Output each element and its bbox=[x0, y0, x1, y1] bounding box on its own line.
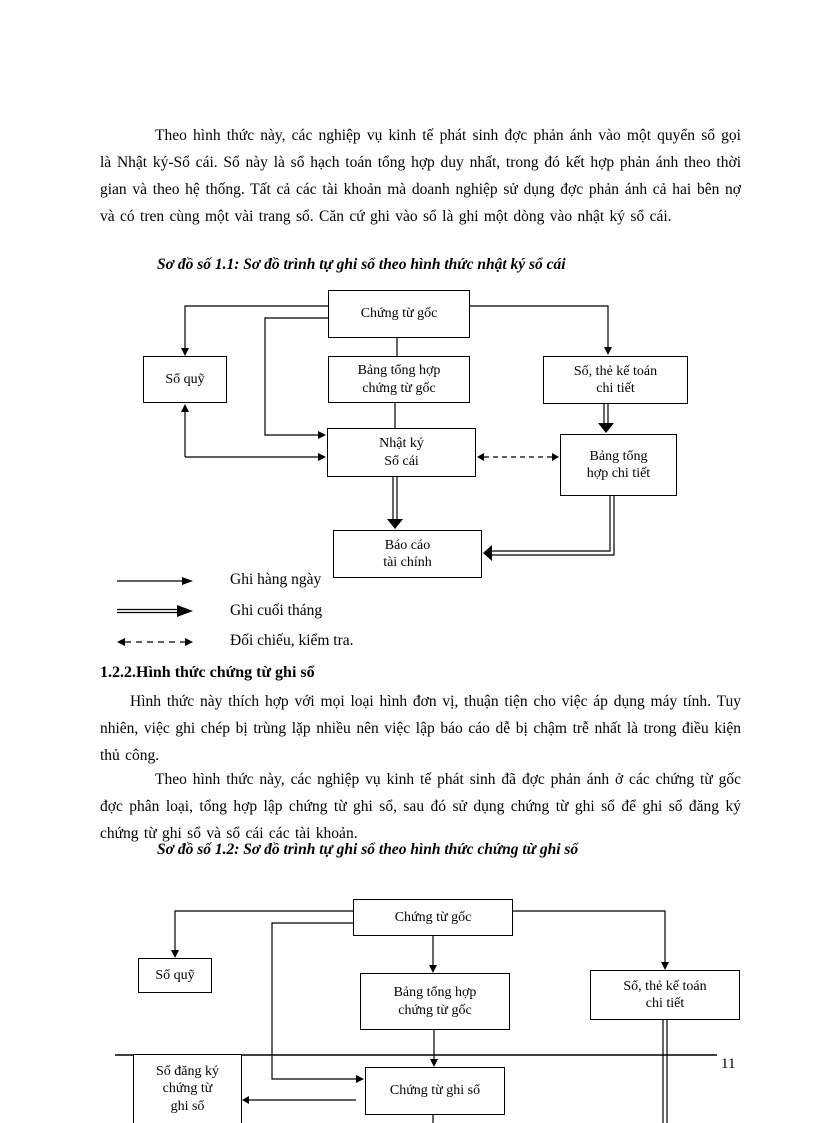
box-detail-ledgers: Sổ, thẻ kế toán chi tiết bbox=[543, 356, 688, 404]
dashed-double-arrow-icon bbox=[117, 637, 193, 646]
arrow-sourcedocs-to-voucher bbox=[271, 922, 356, 1080]
arrow-sourcedocs-to-detailledgers bbox=[470, 305, 609, 348]
legend-label-daily: Ghi hàng ngày bbox=[230, 571, 322, 588]
box-source-documents: Chứng từ gốc bbox=[328, 290, 470, 338]
paragraph-journal-ledger-intro: Theo hình thức này, các nghiệp vụ kinh t… bbox=[100, 127, 741, 225]
arrowhead bbox=[181, 348, 189, 356]
double-arrow-detailsummary-to-reports bbox=[492, 496, 615, 556]
arrowhead bbox=[318, 431, 326, 439]
arrowhead bbox=[181, 404, 189, 412]
paragraph-voucher-suitability: Hình thức này thích hợp với mọi loại hìn… bbox=[100, 693, 741, 764]
arrow-sourcedocs-to-journalledger bbox=[264, 317, 328, 436]
arrowhead bbox=[242, 1096, 249, 1104]
arrow-cashbook-journalledger bbox=[184, 412, 318, 458]
arrowhead bbox=[552, 453, 559, 461]
box-voucher-record: Chứng từ ghi sổ bbox=[365, 1067, 505, 1115]
arrowhead bbox=[604, 347, 612, 355]
box-summary-source-documents: Bảng tổng hợp chứng từ gốc bbox=[328, 356, 470, 403]
legend-label-check: Đối chiếu, kiểm tra. bbox=[230, 632, 354, 649]
arrowhead-solid bbox=[387, 519, 403, 529]
arrowhead bbox=[171, 950, 179, 958]
page-number: 11 bbox=[721, 1056, 736, 1072]
solid-arrow-icon bbox=[117, 576, 193, 585]
legend-label-monthly: Ghi cuối tháng bbox=[230, 602, 323, 619]
diagram1-caption: Sơ đồ số 1.1: Sơ đồ trình tự ghi sổ theo… bbox=[157, 256, 566, 273]
box-summary-source-documents: Bảng tổng hợp chứng từ gốc bbox=[360, 973, 510, 1030]
arrow-sourcedocs-to-cashbook bbox=[184, 305, 328, 349]
box-cash-book: Sổ quỹ bbox=[143, 356, 227, 403]
legend-row-check: Đối chiếu, kiểm tra. bbox=[116, 632, 354, 650]
section-heading-122: 1.2.2.Hình thức chứng từ ghi sổ bbox=[100, 664, 315, 681]
arrowhead bbox=[430, 1059, 438, 1067]
double-arrow-journalledger-to-reports bbox=[392, 477, 398, 519]
box-source-documents: Chứng từ gốc bbox=[353, 899, 513, 936]
double-arrow-detailledgers-to-detailsummary bbox=[603, 404, 609, 423]
arrowhead bbox=[318, 453, 326, 461]
arrowhead bbox=[429, 965, 437, 973]
double-line-arrow-icon bbox=[117, 605, 193, 617]
arrow-sourcedocs-to-cashbook bbox=[174, 910, 353, 951]
arrowhead bbox=[356, 1075, 364, 1083]
box-cash-book: Sổ quỹ bbox=[138, 958, 212, 993]
box-journal-ledger: Nhật ký Sổ cái bbox=[327, 428, 476, 477]
double-line-detailledgers-down bbox=[662, 1020, 668, 1123]
legend-row-daily: Ghi hàng ngày bbox=[116, 571, 321, 589]
diagram2-caption: Sơ đồ số 1.2: Sơ đồ trình tự ghi sổ theo… bbox=[157, 841, 579, 858]
box-detail-summary: Bảng tổng hợp chi tiết bbox=[560, 434, 677, 496]
arrowhead-solid bbox=[483, 545, 492, 561]
arrowhead bbox=[661, 962, 669, 970]
arrow-sourcedocs-to-detailledgers bbox=[513, 910, 666, 963]
legend-row-monthly: Ghi cuối tháng bbox=[116, 602, 322, 620]
diagram-journal-ledger: Chứng từ gốc Sổ quỹ Bảng tổng hợp chứng … bbox=[0, 285, 816, 585]
paragraph-voucher-process: Theo hình thức này, các nghiệp vụ kinh t… bbox=[100, 771, 741, 842]
diagram-voucher-record: Chứng từ gốc Sổ quỹ Bảng tổng hợp chứng … bbox=[0, 885, 816, 1123]
box-financial-reports: Báo cáo tài chính bbox=[333, 530, 482, 578]
box-voucher-register: Sổ đăng ký chứng từ ghi sổ bbox=[133, 1054, 242, 1123]
box-detail-ledgers: Sổ, thẻ kế toán chi tiết bbox=[590, 970, 740, 1020]
arrowhead bbox=[477, 453, 484, 461]
arrowhead-solid bbox=[598, 423, 614, 433]
diagram1-connectors bbox=[181, 305, 615, 561]
